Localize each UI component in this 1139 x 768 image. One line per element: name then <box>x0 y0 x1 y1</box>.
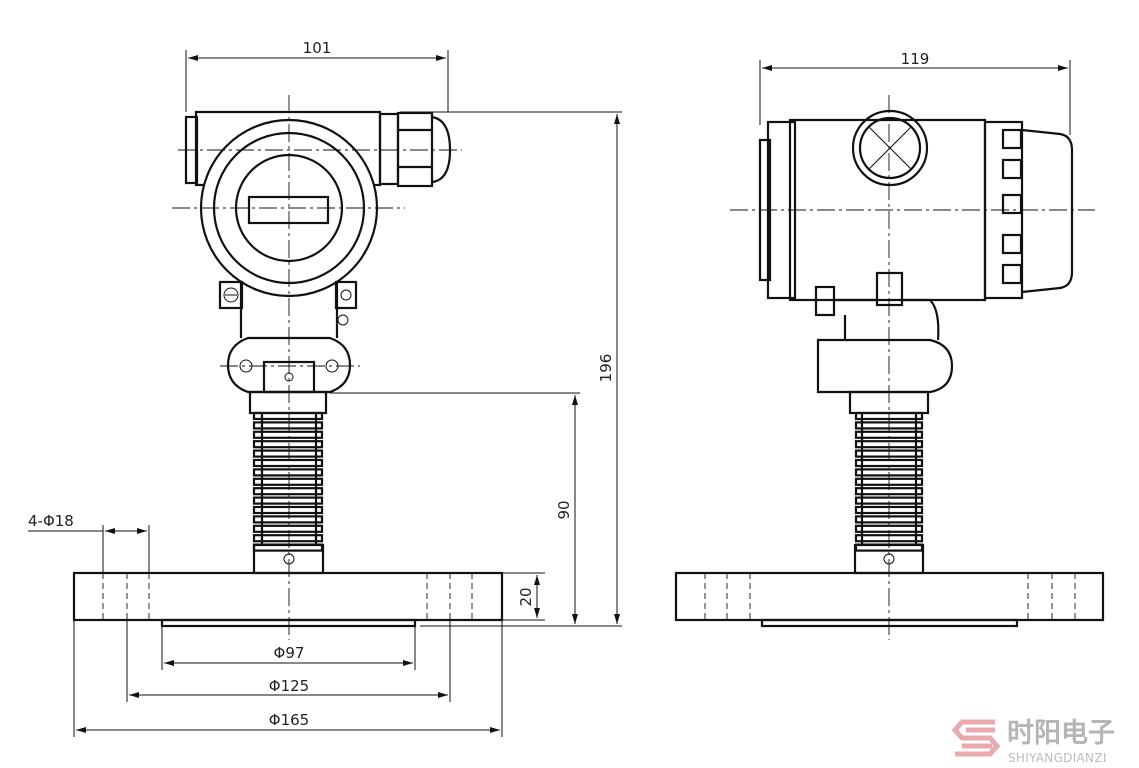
dim-bolt-holes: 4-Φ18 <box>28 512 74 530</box>
cooling-fin <box>252 458 324 468</box>
housing-rib <box>1001 128 1023 150</box>
logo-cn: 时阳电子 <box>1007 718 1115 749</box>
housing-rib <box>1001 158 1023 180</box>
cooling-fin <box>252 440 324 449</box>
cooling-fin <box>252 477 324 486</box>
cooling-fin <box>252 515 324 524</box>
housing-rib <box>1001 233 1023 255</box>
cooling-fin <box>252 487 324 496</box>
cooling-fin <box>252 496 324 505</box>
dim-flange-thickness: 20 <box>517 587 535 606</box>
dim-raised-face: Φ97 <box>274 644 305 662</box>
dim-bolt-circle: Φ125 <box>269 677 309 695</box>
dimension-lines <box>28 50 1071 737</box>
cooling-fin <box>252 505 324 515</box>
dim-front-width: 101 <box>303 39 332 57</box>
cooling-fin <box>252 534 324 543</box>
cooling-fin <box>252 421 324 430</box>
logo-mark-icon <box>951 719 1001 757</box>
housing-rib <box>1001 193 1023 215</box>
cooling-fin <box>252 411 324 421</box>
dim-stem-height: 90 <box>555 500 573 519</box>
cooling-fin <box>252 430 324 439</box>
cooling-fin <box>252 468 324 477</box>
dim-total-height: 196 <box>597 354 615 383</box>
dim-flange-dia: Φ165 <box>269 711 309 729</box>
logo: 时阳电子 SHIYANGDIANZI <box>951 718 1115 765</box>
logo-en: SHIYANGDIANZI <box>1008 751 1107 765</box>
dim-side-width: 119 <box>901 50 930 68</box>
side-view <box>674 95 1105 640</box>
cooling-fin <box>252 449 324 458</box>
front-view <box>72 95 504 640</box>
cooling-fin <box>252 524 324 533</box>
housing-rib <box>1001 263 1023 285</box>
